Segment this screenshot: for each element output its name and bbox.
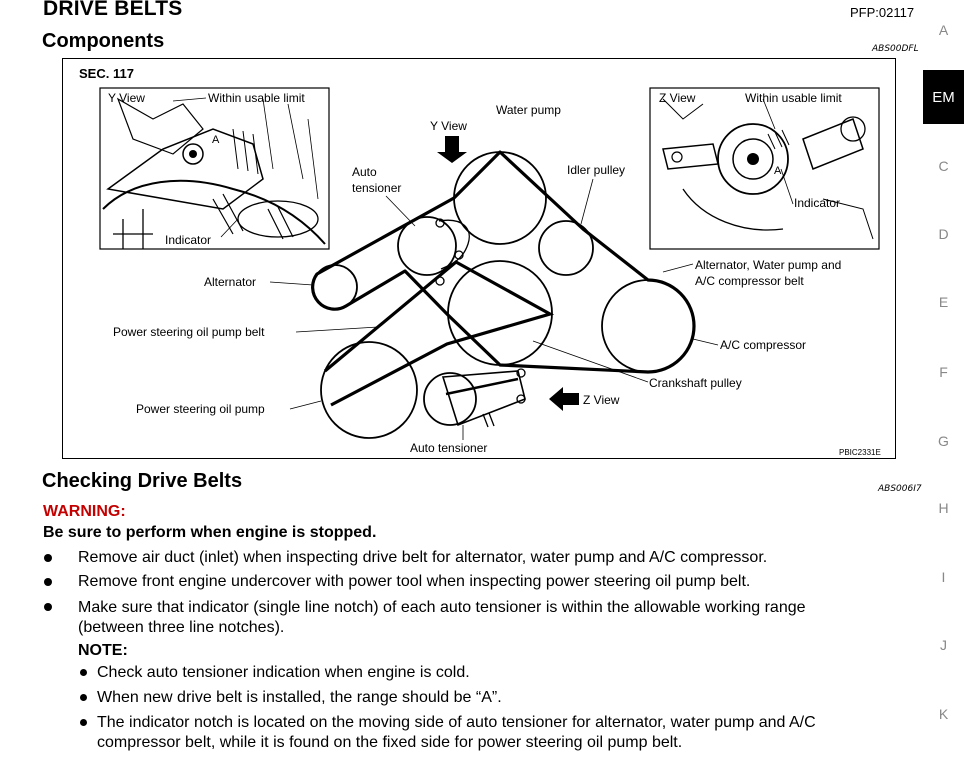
y-view-inset: Y View Within usable limit A Indicator [99, 87, 330, 250]
within-limit-right: Within usable limit [745, 91, 842, 105]
indicator-right-label: Indicator [794, 196, 840, 210]
section-label: SEC. 117 [79, 66, 134, 81]
auto-tensioner-bottom-label: Auto tensioner [410, 441, 487, 455]
components-code: ABS00DFL [872, 44, 919, 54]
bullet-item-3-line-2: (between three line notches). [78, 619, 285, 636]
y-view-arrow-label: Y View [430, 119, 467, 133]
bullet-item-3-line-1: Make sure that indicator (single line no… [78, 599, 806, 616]
alt-belt-label-1: Alternator, Water pump and [695, 258, 841, 272]
a-right-label: A [774, 165, 782, 177]
ps-belt-label: Power steering oil pump belt [113, 325, 265, 339]
side-index-k[interactable]: K [938, 706, 949, 722]
side-index-g[interactable]: G [938, 433, 949, 449]
ps-pump-label: Power steering oil pump [136, 402, 265, 416]
auto-tensioner-top-label-2: tensioner [352, 181, 401, 195]
note-bullet-icon [80, 694, 87, 701]
bullet-icon [44, 603, 52, 611]
side-index-c[interactable]: C [938, 158, 949, 174]
warning-label: WARNING: [43, 503, 126, 520]
note-item-3-line-2: compressor belt, while it is found on th… [97, 734, 683, 751]
idler-pulley [538, 220, 594, 276]
side-index-i[interactable]: I [941, 569, 946, 585]
checking-code: ABS006I7 [878, 484, 922, 494]
drive-belt-diagram: SEC. 117 Y View Within usable limit A In… [62, 58, 896, 459]
bullet-item-1: Remove air duct (inlet) when inspecting … [78, 549, 768, 566]
ac-compressor-label: A/C compressor [720, 338, 806, 352]
figure-code: PBIC2331E [839, 448, 881, 457]
indicator-left-label: Indicator [165, 233, 211, 247]
alternator-label: Alternator [204, 275, 256, 289]
auto-tensioner-top-pulley [397, 216, 457, 276]
water-pump-label: Water pump [496, 103, 561, 117]
alt-belt-label-2: A/C compressor belt [695, 274, 804, 288]
within-limit-left: Within usable limit [208, 91, 305, 105]
z-view-inset-label: Z View [659, 91, 696, 105]
note-item-3-line-1: The indicator notch is located on the mo… [97, 714, 816, 731]
auto-tensioner-top-label-1: Auto [352, 165, 377, 179]
diagram-svg: SEC. 117 Y View Within usable limit A In… [79, 66, 881, 457]
ps-belt [323, 260, 555, 407]
bullet-item-2: Remove front engine undercover with powe… [78, 573, 751, 590]
z-view-arrow-icon [549, 387, 579, 411]
side-index-f[interactable]: F [939, 364, 948, 380]
crankshaft-pulley-label: Crankshaft pulley [649, 376, 742, 390]
main-belt [311, 150, 696, 374]
y-view-inset-label: Y View [108, 91, 145, 105]
crankshaft-pulley [447, 260, 553, 366]
pfp-code: PFP:02117 [850, 5, 915, 20]
z-view-arrow-label: Z View [583, 393, 620, 407]
side-index-a[interactable]: A [938, 22, 949, 38]
a-left-label: A [212, 134, 220, 146]
note-item-2: When new drive belt is installed, the ra… [97, 689, 502, 706]
ps-pump-pulley [320, 341, 418, 439]
note-item-1: Check auto tensioner indication when eng… [97, 664, 470, 681]
note-label: NOTE: [78, 642, 128, 659]
side-index-d[interactable]: D [938, 226, 949, 242]
side-index-e[interactable]: E [938, 294, 949, 310]
bullet-icon [44, 578, 52, 586]
side-index-h[interactable]: H [938, 500, 949, 516]
note-bullet-icon [80, 719, 87, 726]
bullet-icon [44, 554, 52, 562]
y-view-arrow-icon [437, 136, 467, 163]
components-heading: Components [42, 30, 165, 52]
z-view-inset: Z View Within usable limit A Indicator [649, 87, 880, 250]
page-title: DRIVE BELTS [43, 0, 183, 20]
side-index-j[interactable]: J [940, 637, 947, 653]
auto-tensioner-bottom-pulley [423, 372, 477, 426]
idler-pulley-label: Idler pulley [567, 163, 625, 177]
checking-heading: Checking Drive Belts [42, 470, 243, 492]
side-index-em[interactable]: EM [923, 70, 964, 124]
note-bullet-icon [80, 669, 87, 676]
warning-text: Be sure to perform when engine is stoppe… [43, 524, 377, 541]
